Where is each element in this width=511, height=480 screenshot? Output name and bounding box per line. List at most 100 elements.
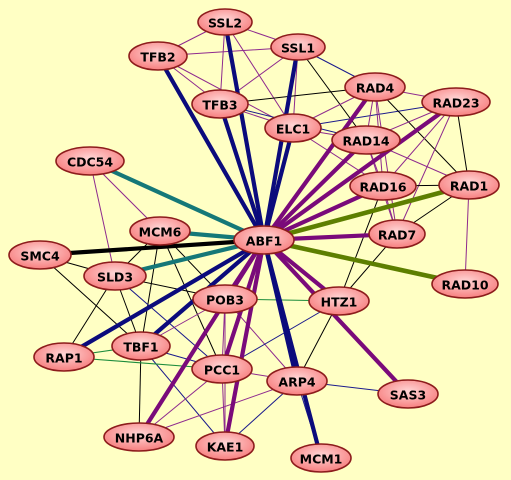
edge-abf1-mcm1 [261, 237, 324, 461]
node-rad1[interactable]: RAD1 [438, 170, 500, 200]
node-shape [431, 269, 499, 299]
node-shape [103, 422, 175, 452]
node-rad14[interactable]: RAD14 [331, 125, 401, 155]
node-shape [421, 87, 491, 117]
node-label: TBF1 [123, 340, 158, 355]
node-shape [368, 219, 426, 249]
node-kae1[interactable]: KAE1 [195, 431, 255, 461]
node-label: PCC1 [204, 363, 240, 378]
edge-rad16-htz1 [338, 185, 384, 302]
node-ssl1[interactable]: SSL1 [270, 33, 326, 61]
node-tbf1[interactable]: TBF1 [111, 331, 171, 361]
edge-abf1-kae1 [222, 237, 267, 449]
edge-abf1-elc1 [261, 125, 296, 243]
node-shape [191, 89, 249, 119]
node-label: TFB3 [202, 98, 237, 113]
node-shape [83, 261, 147, 291]
node-shape [191, 354, 253, 384]
node-elc1[interactable]: ELC1 [264, 113, 322, 143]
node-shape [129, 216, 191, 246]
edge-rad23-rad7 [396, 101, 457, 235]
node-nhp6a[interactable]: NHP6A [103, 422, 175, 452]
edge-abf1-smc4 [37, 237, 267, 258]
node-shape [331, 125, 401, 155]
edge-abf1-ssl2 [222, 19, 267, 243]
node-sas3[interactable]: SAS3 [377, 379, 439, 409]
edge-rad23-rad16 [382, 101, 457, 187]
edge-abf1-rap1 [61, 237, 267, 360]
node-label: ARP4 [278, 375, 315, 390]
node-shape [377, 379, 439, 409]
edge-abf1-tfb2 [155, 53, 267, 243]
node-label: KAE1 [207, 440, 244, 455]
edge-rad1-rad10 [464, 184, 470, 285]
node-rad23[interactable]: RAD23 [421, 87, 491, 117]
node-shape [438, 170, 500, 200]
node-mcm1[interactable]: MCM1 [290, 443, 352, 473]
edge-abf1-tfb3 [217, 101, 267, 243]
node-label: RAD16 [359, 180, 406, 195]
node-rad7[interactable]: RAD7 [368, 219, 426, 249]
node-abf1[interactable]: ABF1 [233, 225, 295, 255]
edge-abf1-rad10 [261, 237, 468, 287]
node-shape [233, 225, 295, 255]
node-shape [195, 431, 255, 461]
node-label: MCM1 [300, 452, 343, 467]
node-label: RAD14 [342, 134, 389, 149]
node-label: RAD1 [450, 179, 488, 194]
edge-mcm6-pcc1 [159, 230, 223, 370]
edge-abf1-rad1 [261, 182, 472, 243]
node-label: RAD10 [441, 278, 488, 293]
node-shape [33, 342, 95, 372]
node-smc4[interactable]: SMC4 [8, 240, 72, 270]
edge-abf1-rad4 [261, 84, 378, 243]
node-label: SSL2 [208, 16, 242, 31]
node-shape [128, 41, 188, 71]
node-shape [111, 331, 171, 361]
node-sld3[interactable]: SLD3 [83, 261, 147, 291]
node-shape [266, 366, 328, 396]
node-shape [264, 113, 322, 143]
node-tfb3[interactable]: TFB3 [191, 89, 249, 119]
edge-abf1-nhp6a [136, 237, 267, 440]
node-shape [197, 8, 253, 36]
node-tfb2[interactable]: TFB2 [128, 41, 188, 71]
node-pcc1[interactable]: PCC1 [191, 354, 253, 384]
node-shape [55, 146, 125, 176]
node-label: RAP1 [45, 351, 82, 366]
edge-tbf1-nhp6a [138, 345, 142, 438]
node-mcm6[interactable]: MCM6 [129, 216, 191, 246]
node-rap1[interactable]: RAP1 [33, 342, 95, 372]
node-label: SSL1 [281, 41, 315, 56]
node-label: RAD7 [378, 228, 416, 243]
node-rad10[interactable]: RAD10 [431, 269, 499, 299]
node-label: SAS3 [390, 388, 426, 403]
node-label: NHP6A [115, 431, 164, 446]
node-label: SMC4 [20, 249, 60, 264]
edge-abf1-cdc54 [87, 158, 267, 243]
node-arp4[interactable]: ARP4 [266, 366, 328, 396]
node-label: TFB2 [140, 50, 175, 65]
node-cdc54[interactable]: CDC54 [55, 146, 125, 176]
node-shape [308, 286, 370, 316]
edge-smc4-tbf1 [39, 254, 142, 347]
edge-ssl1-rad14 [297, 46, 367, 141]
node-shape [270, 33, 326, 61]
node-label: POB3 [206, 293, 244, 308]
node-pob3[interactable]: POB3 [192, 284, 258, 314]
edge-abf1-rad14 [261, 137, 369, 243]
node-htz1[interactable]: HTZ1 [308, 286, 370, 316]
node-ssl2[interactable]: SSL2 [197, 8, 253, 36]
node-shape [290, 443, 352, 473]
node-shape [8, 240, 72, 270]
node-shape [349, 171, 417, 201]
node-label: CDC54 [67, 155, 113, 170]
edge-abf1-ssl1 [261, 44, 301, 243]
node-label: SLD3 [97, 270, 133, 285]
node-rad16[interactable]: RAD16 [349, 171, 417, 201]
node-shape [192, 284, 258, 314]
node-shape [344, 72, 406, 102]
node-rad4[interactable]: RAD4 [344, 72, 406, 102]
